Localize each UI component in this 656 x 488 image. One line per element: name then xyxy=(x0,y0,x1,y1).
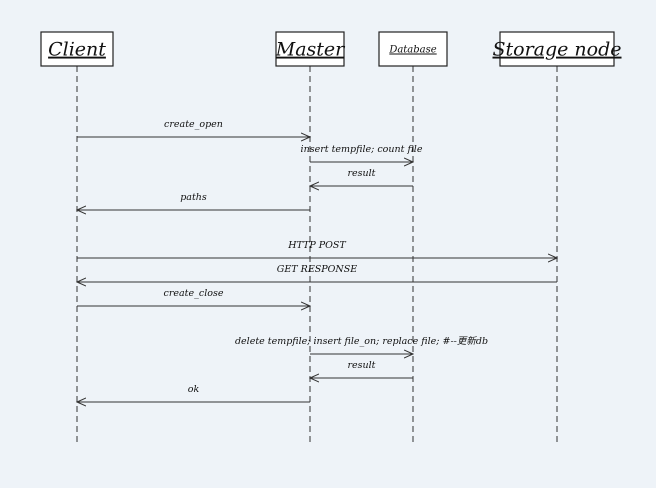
message-label: result xyxy=(347,360,375,371)
actor-label: Storage node xyxy=(492,39,621,61)
actor-client: Client xyxy=(40,31,114,67)
message-label: delete tempfile; insert file_on; replace… xyxy=(235,335,488,347)
message-2: insert tempfile; count file xyxy=(301,144,423,162)
actor-label: Master xyxy=(275,39,346,61)
message-8: delete tempfile; insert file_on; replace… xyxy=(235,335,488,354)
actor-box xyxy=(378,31,448,67)
actor-box xyxy=(499,31,615,67)
message-7: create_close xyxy=(77,288,310,306)
actor-master: Master xyxy=(275,31,346,67)
message-label: insert tempfile; count file xyxy=(301,144,423,155)
message-5: HTTP POST xyxy=(77,240,557,258)
message-label: GET RESPONSE xyxy=(277,264,357,275)
message-6: GET RESPONSE xyxy=(77,264,557,282)
message-label: create_open xyxy=(164,119,223,130)
actor-box xyxy=(275,31,345,67)
message-label: paths xyxy=(180,192,207,203)
actor-label: Client xyxy=(48,39,106,61)
message-1: create_open xyxy=(77,119,310,137)
message-label: ok xyxy=(188,384,200,395)
actor-database: Database xyxy=(378,31,448,67)
message-label: create_close xyxy=(164,288,224,299)
message-3: result xyxy=(310,168,413,186)
message-label: HTTP POST xyxy=(287,240,346,251)
message-9: result xyxy=(310,360,413,378)
message-4: paths xyxy=(77,192,310,210)
actor-box xyxy=(40,31,114,67)
message-10: ok xyxy=(77,384,310,402)
message-label: result xyxy=(347,168,375,179)
actor-label: Database xyxy=(388,45,436,56)
actor-storage: Storage node xyxy=(492,31,622,67)
